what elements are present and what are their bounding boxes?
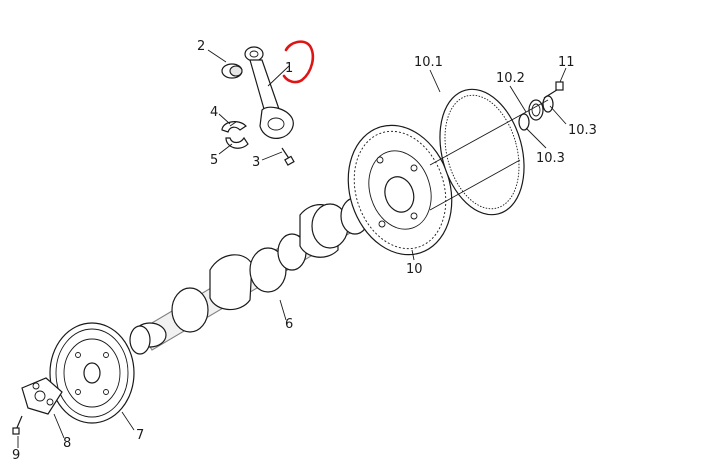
callout-labels: 1 2 3 4 5 6 7 8 9 10 10.1 10.2 10.3 10.3… (12, 39, 597, 463)
callout-7: 7 (136, 428, 144, 443)
callout-10: 10 (406, 262, 423, 277)
callout-2: 2 (197, 39, 205, 54)
ring-gear (439, 88, 525, 216)
flywheel (347, 124, 453, 256)
crank-hub (21, 377, 63, 415)
callout-11: 11 (558, 55, 575, 70)
vibration-damper (49, 322, 135, 424)
callout-6: 6 (285, 317, 293, 332)
assembly-axis-lines (429, 99, 549, 211)
bearing-shells (221, 121, 249, 149)
callout-10-3-right: 10.3 (568, 123, 597, 138)
callout-4: 4 (210, 105, 218, 120)
callout-3: 3 (252, 155, 260, 170)
red-highlight-mark (282, 40, 315, 84)
callout-10-1: 10.1 (414, 55, 443, 70)
crankshaft (129, 197, 373, 355)
callout-5: 5 (210, 153, 218, 168)
callout-8: 8 (63, 436, 71, 451)
hub-bolt (12, 415, 23, 435)
connecting-rod (244, 46, 294, 139)
flywheel-bolt (543, 81, 564, 99)
rod-bolt (281, 147, 295, 166)
piston-pin-bushing (221, 63, 243, 79)
callout-9: 9 (12, 448, 20, 463)
callout-10-3-lower: 10.3 (536, 151, 565, 166)
callout-1: 1 (285, 61, 293, 76)
leader-lines (17, 49, 567, 448)
callout-10-2: 10.2 (496, 71, 525, 86)
